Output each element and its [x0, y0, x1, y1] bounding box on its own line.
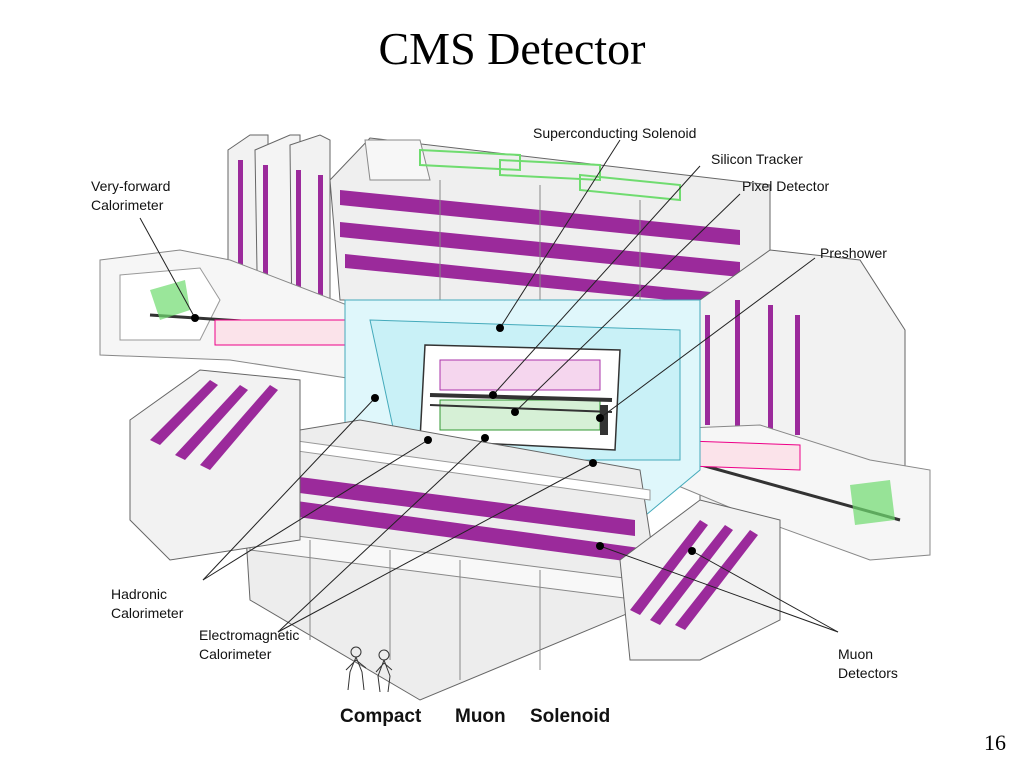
label-very-forward-2: Calorimeter	[91, 197, 164, 213]
callout-dots	[191, 314, 696, 555]
label-very-forward-1: Very-forward	[91, 178, 170, 194]
label-hadronic-2: Calorimeter	[111, 605, 184, 621]
caption-word-2: Muon	[455, 706, 506, 727]
tracker-core	[419, 344, 621, 451]
slide-number: 16	[984, 730, 1006, 755]
label-hadronic-1: Hadronic	[111, 586, 167, 602]
label-electromagnetic-1: Electromagnetic	[199, 627, 299, 643]
upper-barrel	[329, 137, 771, 306]
caption-word-3: Solenoid	[530, 706, 610, 727]
label-electromagnetic-2: Calorimeter	[199, 646, 272, 662]
slide-title: CMS Detector	[378, 23, 646, 74]
lower-left-endcap	[129, 369, 301, 561]
lower-barrel	[239, 419, 661, 701]
label-silicon-tracker: Silicon Tracker	[711, 151, 803, 167]
label-muon-1: Muon	[838, 646, 873, 662]
label-superconducting-solenoid: Superconducting Solenoid	[533, 125, 696, 141]
label-muon-2: Detectors	[838, 665, 898, 681]
leader-lines	[139, 139, 839, 633]
caption-word-1: Compact	[340, 706, 422, 727]
label-preshower: Preshower	[820, 245, 887, 261]
people-scale-figures	[345, 646, 393, 693]
left-forward-region	[99, 249, 381, 381]
label-pixel-detector: Pixel Detector	[742, 178, 829, 194]
lower-right-endcap	[619, 499, 781, 661]
